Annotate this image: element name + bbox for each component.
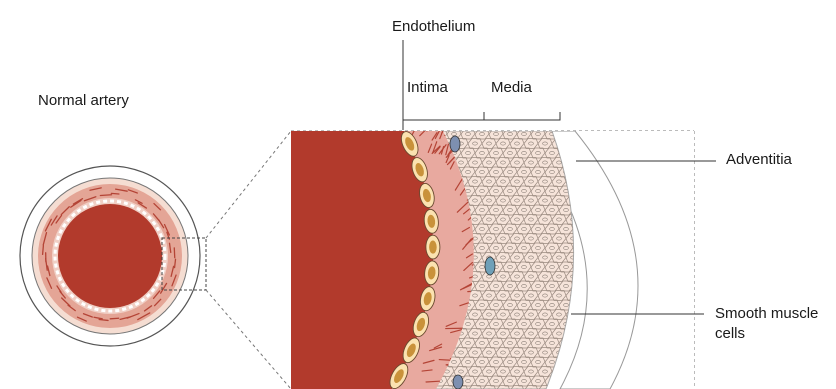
- smooth-muscle-cells-label: Smooth muscle cells: [715, 304, 825, 345]
- intima-fiber: [427, 117, 431, 131]
- ring-fiber: [110, 318, 118, 319]
- intima-fiber: [426, 381, 439, 382]
- enlarged-wall: [291, 117, 694, 389]
- ring-fiber: [43, 246, 44, 255]
- artery-cross-section: [20, 166, 206, 346]
- intima-fiber: [439, 360, 451, 361]
- lumen: [58, 204, 162, 308]
- normal-artery-label: Normal artery: [38, 92, 129, 111]
- media-label: Media: [491, 79, 532, 98]
- ring-fiber: [99, 320, 108, 321]
- endothelium-label: Endothelium: [392, 18, 475, 37]
- adventitia-label: Adventitia: [726, 151, 792, 170]
- intima-label: Intima: [407, 79, 448, 98]
- ring-fiber: [100, 195, 111, 196]
- ring-fiber: [111, 193, 119, 194]
